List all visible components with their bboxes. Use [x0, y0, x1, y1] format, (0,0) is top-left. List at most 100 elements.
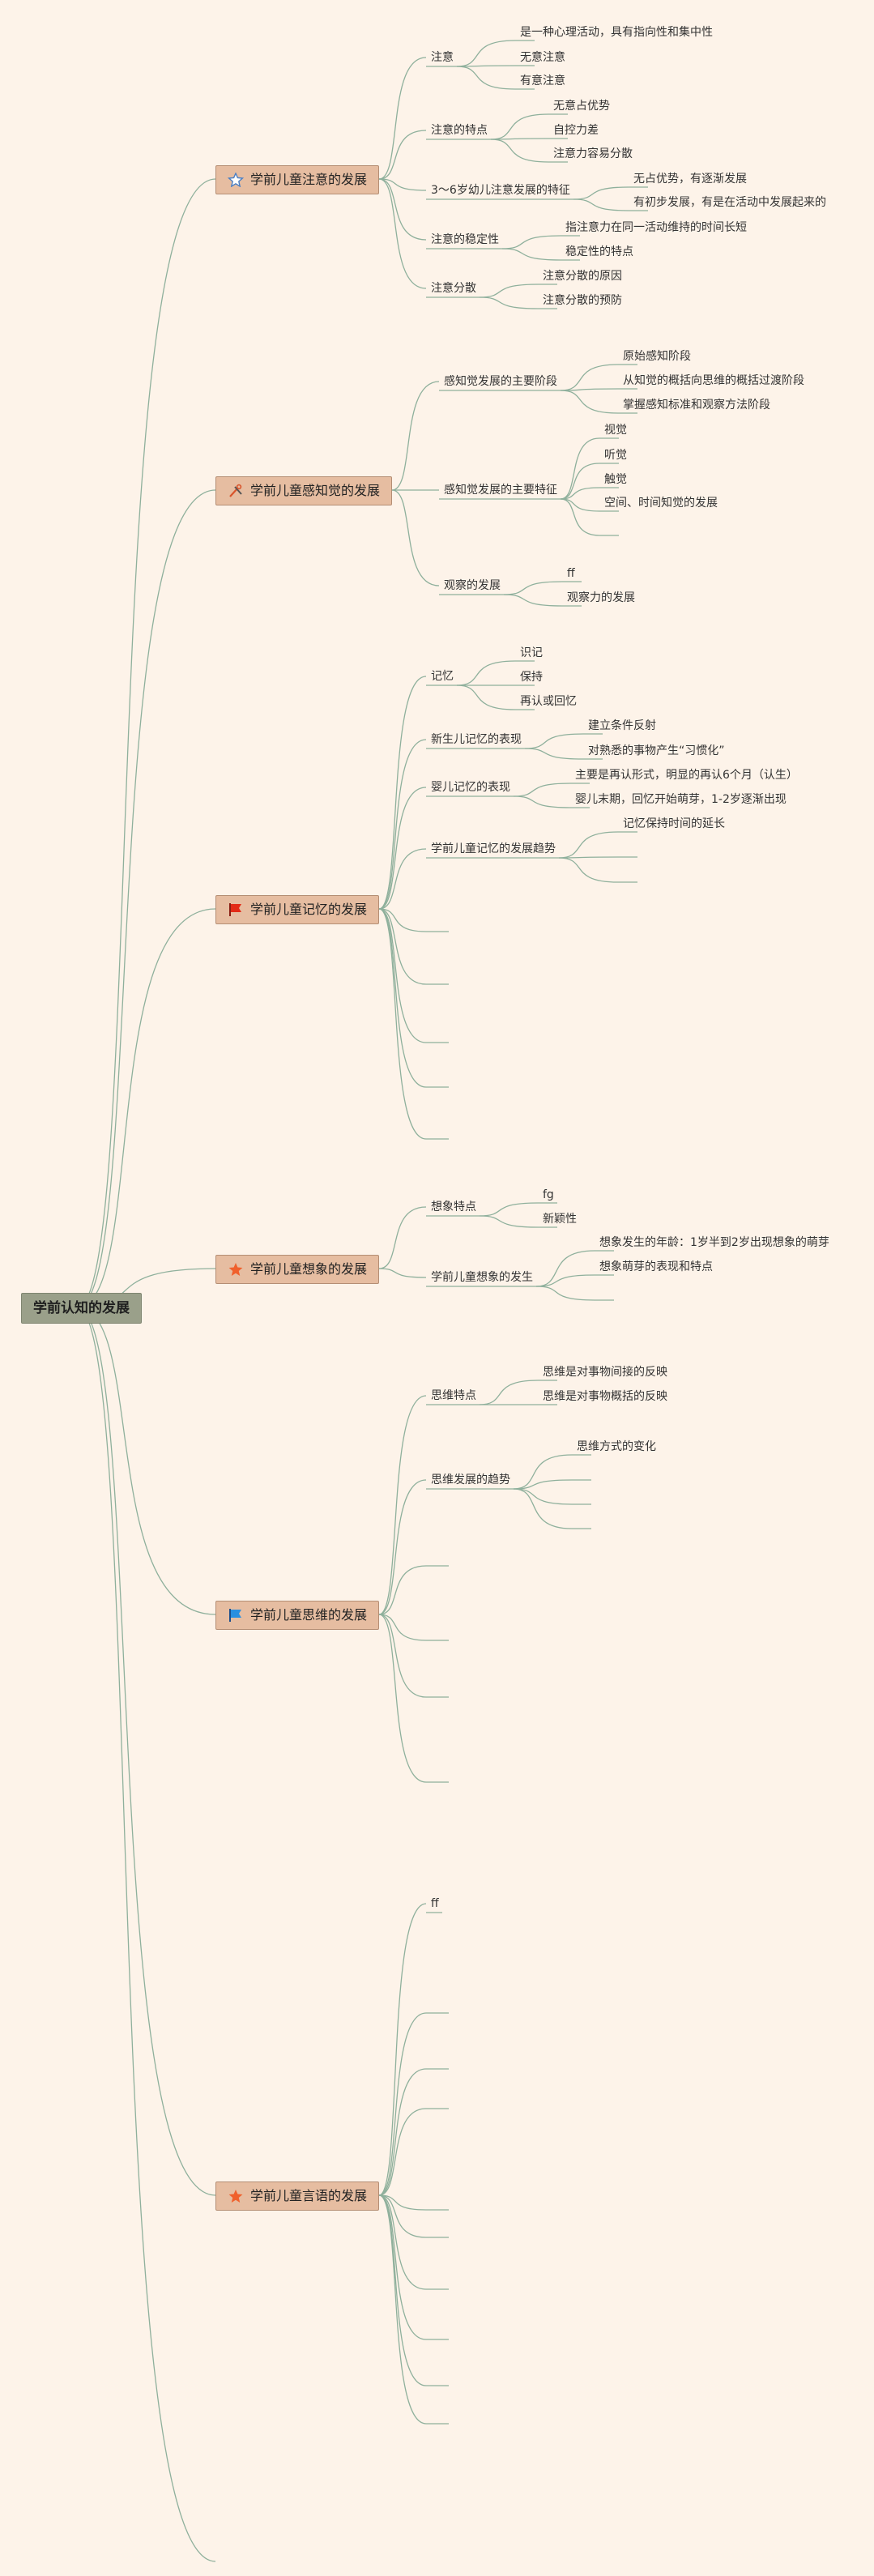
leaf-link-3-2-1: [524, 733, 584, 749]
leaf-4-2-2[interactable]: 想象萌芽的表现和特点: [599, 1258, 713, 1276]
leaf-1-4-1[interactable]: 指注意力在同一活动维持的时间长短: [565, 219, 747, 237]
leaf-2-3-1[interactable]: ff: [567, 565, 575, 582]
leaf-1-2-3[interactable]: 注意力容易分散: [553, 145, 633, 163]
leaf-2-2-1-label: 视觉: [604, 424, 627, 437]
leaf-3-2-1[interactable]: 建立条件反射: [588, 717, 656, 735]
main-topic-2-label: 学前儿童感知觉的发展: [250, 483, 381, 498]
leaf-2-2-3[interactable]: 触觉: [604, 471, 627, 488]
leaf-5-1-2[interactable]: 思维是对事物概括的反映: [543, 1388, 667, 1405]
leaf-2-1-2[interactable]: 从知觉的概括向思维的概括过渡阶段: [623, 372, 804, 390]
leaf-link-5-2-3: [513, 1488, 573, 1505]
subtopic-1-4-label: 注意的稳定性: [431, 233, 499, 246]
sub-link-6-3: [378, 2068, 427, 2196]
leaf-2-2-3-label: 触觉: [604, 473, 627, 486]
subtopic-4-2[interactable]: 学前儿童想象的发生: [431, 1269, 533, 1286]
main-topic-6[interactable]: 学前儿童言语的发展: [215, 2181, 380, 2211]
main-topic-3-label: 学前儿童记忆的发展: [250, 902, 368, 917]
leaf-2-2-4[interactable]: 空间、时间知觉的发展: [604, 494, 718, 512]
leaf-2-1-1[interactable]: 原始感知阶段: [623, 348, 691, 365]
main-topic-1[interactable]: 学前儿童注意的发展: [215, 165, 380, 194]
leaf-2-2-2[interactable]: 听觉: [604, 446, 627, 464]
leaf-2-2-2-label: 听觉: [604, 449, 627, 462]
leaf-1-3-1[interactable]: 无占优势，有逐渐发展: [633, 170, 747, 188]
leaf-3-2-2[interactable]: 对熟悉的事物产生“习惯化”: [588, 742, 725, 760]
leaf-4-2-1[interactable]: 想象发生的年龄：1岁半到2岁出现想象的萌芽: [599, 1234, 829, 1252]
leaf-4-1-2[interactable]: 新颖性: [543, 1210, 577, 1228]
leaf-4-2-1-label: 想象发生的年龄：1岁半到2岁出现想象的萌芽: [599, 1236, 829, 1249]
leaf-1-4-2[interactable]: 稳定性的特点: [565, 243, 633, 261]
leaf-link-2-3-2: [503, 594, 563, 607]
leaf-link-3-1-1: [456, 660, 516, 686]
sub-link-4-2: [378, 1268, 427, 1278]
leaf-4-1-1[interactable]: fg: [543, 1186, 554, 1204]
subtopic-3-2-label: 新生儿记忆的表现: [431, 733, 522, 746]
subtopic-4-1-label: 想象特点: [431, 1201, 476, 1213]
leaf-1-1-1[interactable]: 是一种心理活动，具有指向性和集中性: [520, 23, 713, 41]
subtopic-3-1[interactable]: 记忆: [431, 667, 454, 685]
subtopic-3-4[interactable]: 学前儿童记忆的发展趋势: [431, 840, 556, 858]
sub-link-6-7: [378, 2194, 427, 2290]
leaf-link-2-2-3: [560, 487, 600, 500]
subtopic-1-5[interactable]: 注意分散: [431, 279, 476, 297]
subtopic-1-4[interactable]: 注意的稳定性: [431, 231, 499, 249]
leaf-2-2-4-label: 空间、时间知觉的发展: [604, 497, 718, 510]
subtopic-4-1[interactable]: 想象特点: [431, 1198, 476, 1216]
subtopic-3-3[interactable]: 婴儿记忆的表现: [431, 778, 510, 796]
leaf-5-2-1[interactable]: 思维方式的变化: [577, 1438, 656, 1456]
main-topic-4[interactable]: 学前儿童想象的发展: [215, 1255, 380, 1284]
sub-link-5-3: [378, 1565, 427, 1615]
subtopic-2-1[interactable]: 感知觉发展的主要阶段: [444, 373, 557, 390]
subtopic-1-1[interactable]: 注意: [431, 49, 454, 66]
leaf-3-1-1[interactable]: 识记: [520, 644, 543, 662]
subtopic-3-2[interactable]: 新生儿记忆的表现: [431, 731, 522, 748]
leaf-link-1-3-2: [573, 198, 629, 211]
root-link-3: [76, 908, 216, 1308]
leaf-1-5-1[interactable]: 注意分散的原因: [543, 267, 622, 285]
leaf-link-4-1-2: [479, 1215, 539, 1228]
leaf-1-3-2[interactable]: 有初步发展，有是在活动中发展起来的: [633, 194, 826, 211]
leaf-link-1-3-1: [573, 186, 629, 200]
subtopic-6-1[interactable]: ff: [431, 1895, 439, 1913]
main-topic-5[interactable]: 学前儿童思维的发展: [215, 1601, 380, 1630]
subtopic-2-2[interactable]: 感知觉发展的主要特征: [444, 481, 557, 499]
leaf-2-1-3[interactable]: 掌握感知标准和观察方法阶段: [623, 396, 770, 414]
leaf-3-4-1[interactable]: 记忆保持时间的延长: [623, 815, 725, 833]
leaf-1-2-1[interactable]: 无意占优势: [553, 97, 610, 115]
leaf-link-1-5-1: [479, 284, 539, 298]
leaf-2-3-2[interactable]: 观察力的发展: [567, 589, 635, 607]
leaf-5-1-1-label: 思维是对事物间接的反映: [543, 1366, 667, 1379]
leaf-3-3-2[interactable]: 婴儿末期，回忆开始萌芽，1-2岁逐渐出现: [575, 791, 787, 808]
sub-link-6-6: [378, 2194, 427, 2238]
subtopic-1-3[interactable]: 3～6岁幼儿注意发展的特征: [431, 181, 570, 199]
root-topic[interactable]: 学前认知的发展: [21, 1293, 142, 1324]
leaf-3-3-1[interactable]: 主要是再认形式，明显的再认6个月（认生）: [575, 766, 798, 784]
subtopic-5-1[interactable]: 思维特点: [431, 1387, 476, 1405]
leaf-2-2-1[interactable]: 视觉: [604, 421, 627, 439]
subtopic-1-2[interactable]: 注意的特点: [431, 122, 488, 139]
subtopic-6-1-label: ff: [431, 1897, 439, 1910]
leaf-1-5-2-label: 注意分散的预防: [543, 294, 622, 307]
leaf-1-2-2[interactable]: 自控力差: [553, 122, 599, 139]
red-flag-icon: [228, 902, 244, 917]
sub-link-1-2: [378, 130, 427, 180]
leaf-link-3-1-3: [456, 685, 516, 710]
leaf-1-5-2[interactable]: 注意分散的预防: [543, 292, 622, 309]
leaf-3-2-2-label: 对熟悉的事物产生“习惯化”: [588, 744, 725, 757]
main-topic-2[interactable]: 学前儿童感知觉的发展: [215, 476, 393, 505]
subtopic-2-3[interactable]: 观察的发展: [444, 577, 501, 595]
blue-flag-icon: [228, 1608, 244, 1623]
subtopic-5-2[interactable]: 思维发展的趋势: [431, 1471, 510, 1489]
leaf-1-2-2-label: 自控力差: [553, 124, 599, 137]
leaf-1-1-3[interactable]: 有意注意: [520, 72, 565, 90]
leaf-5-1-2-label: 思维是对事物概括的反映: [543, 1390, 667, 1403]
leaf-3-1-2[interactable]: 保持: [520, 668, 543, 686]
leaf-3-1-3[interactable]: 再认或回忆: [520, 693, 577, 710]
leaf-3-2-1-label: 建立条件反射: [588, 719, 656, 732]
sub-link-3-1: [378, 676, 427, 910]
leaf-5-1-1[interactable]: 思维是对事物间接的反映: [543, 1363, 667, 1381]
main-topic-3[interactable]: 学前儿童记忆的发展: [215, 895, 380, 924]
leaf-link-2-3-1: [503, 581, 563, 595]
leaf-link-1-2-1: [490, 113, 549, 140]
leaf-5-2-1-label: 思维方式的变化: [577, 1440, 656, 1453]
leaf-1-1-2[interactable]: 无意注意: [520, 49, 565, 66]
